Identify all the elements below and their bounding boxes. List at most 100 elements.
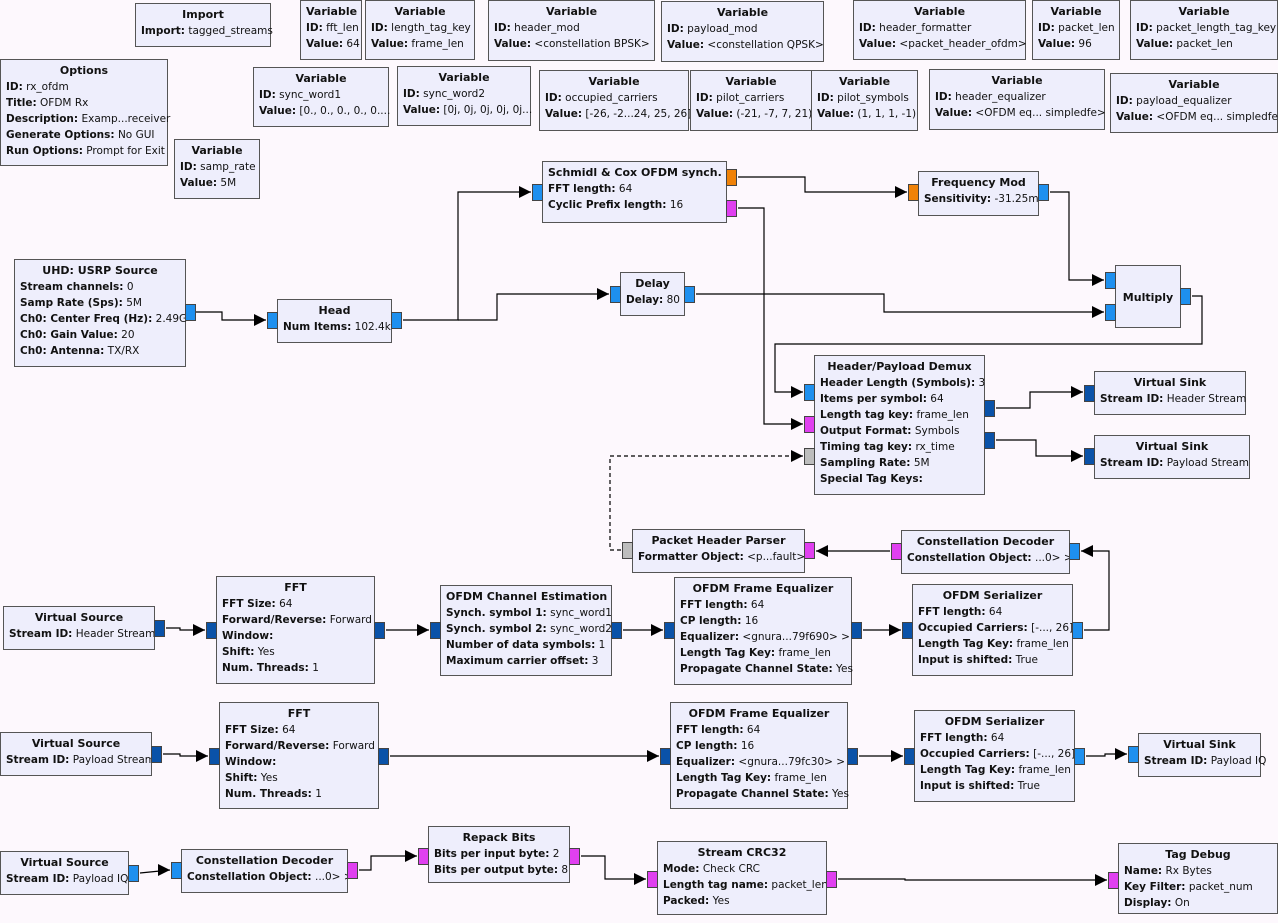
output-port-ce-out[interactable] xyxy=(611,622,622,639)
stream-connection[interactable] xyxy=(696,293,1104,313)
input-port-hpd-in3[interactable] xyxy=(804,448,815,465)
stream-connection[interactable] xyxy=(166,627,205,631)
output-port-ffth-out[interactable] xyxy=(374,622,385,639)
output-port-vsrciq-out[interactable] xyxy=(128,865,139,882)
input-port-vsiq-in[interactable] xyxy=(1128,746,1139,763)
output-port-hpd-out1[interactable] xyxy=(984,400,995,417)
output-port-sp-out[interactable] xyxy=(1074,748,1085,765)
stream-connection[interactable] xyxy=(774,295,1203,393)
block-multiply[interactable]: Multiply xyxy=(1115,265,1181,328)
input-port-sc-in[interactable] xyxy=(532,184,543,201)
output-port-rb-out[interactable] xyxy=(569,848,580,865)
stream-connection[interactable] xyxy=(359,855,417,871)
output-port-delay-out[interactable] xyxy=(684,286,695,303)
input-port-mul-in2[interactable] xyxy=(1105,304,1116,321)
output-port-sh-out[interactable] xyxy=(1072,622,1083,639)
stream-connection[interactable] xyxy=(996,391,1083,409)
output-port-feh-out[interactable] xyxy=(851,622,862,639)
output-port-hpd-out2[interactable] xyxy=(984,432,995,449)
input-port-hpd-in1[interactable] xyxy=(804,384,815,401)
input-port-delay-in[interactable] xyxy=(610,286,621,303)
input-port-vsp-in[interactable] xyxy=(1084,448,1095,465)
output-port-fep-out[interactable] xyxy=(847,748,858,765)
output-port-cdh-out[interactable] xyxy=(1069,543,1080,560)
input-port-fftp-in[interactable] xyxy=(209,748,220,765)
input-port-rb-in[interactable] xyxy=(418,848,429,865)
stream-connection[interactable] xyxy=(738,207,803,425)
output-port-sc-out1[interactable] xyxy=(726,169,737,186)
output-port-fftp-out[interactable] xyxy=(378,748,389,765)
output-port-fm-out[interactable] xyxy=(1038,184,1049,201)
output-port-usrp-out[interactable] xyxy=(185,304,196,321)
output-port-vsrch-out[interactable] xyxy=(154,620,165,637)
stream-connection[interactable] xyxy=(1081,550,1110,631)
message-connection[interactable] xyxy=(609,455,803,551)
input-port-fm-in[interactable] xyxy=(908,184,919,201)
input-port-ce-in[interactable] xyxy=(430,622,441,639)
stream-connection[interactable] xyxy=(458,293,609,321)
input-port-sh-in[interactable] xyxy=(902,622,913,639)
input-port-ffth-in[interactable] xyxy=(206,622,217,639)
input-port-mul-in1[interactable] xyxy=(1105,272,1116,289)
stream-connection[interactable] xyxy=(838,878,1107,881)
input-port-php-in[interactable] xyxy=(622,542,633,559)
stream-connection[interactable] xyxy=(738,176,907,193)
output-port-sc-out2[interactable] xyxy=(726,200,737,217)
input-port-crc-in[interactable] xyxy=(647,871,658,888)
stream-connection[interactable] xyxy=(581,855,646,880)
input-port-cdh-in[interactable] xyxy=(891,543,902,560)
output-port-php-out[interactable] xyxy=(804,542,815,559)
input-port-hpd-in2[interactable] xyxy=(804,416,815,433)
input-port-head-in[interactable] xyxy=(267,312,278,329)
output-port-vsrcp-out[interactable] xyxy=(151,746,162,763)
output-port-cdp-out[interactable] xyxy=(347,862,358,879)
stream-connection[interactable] xyxy=(196,311,266,321)
input-port-sp-in[interactable] xyxy=(904,748,915,765)
output-port-crc-out[interactable] xyxy=(826,871,837,888)
stream-connection[interactable] xyxy=(403,191,531,321)
input-port-feh-in[interactable] xyxy=(664,622,675,639)
stream-connection[interactable] xyxy=(1050,191,1104,281)
input-port-cdp-in[interactable] xyxy=(171,862,182,879)
